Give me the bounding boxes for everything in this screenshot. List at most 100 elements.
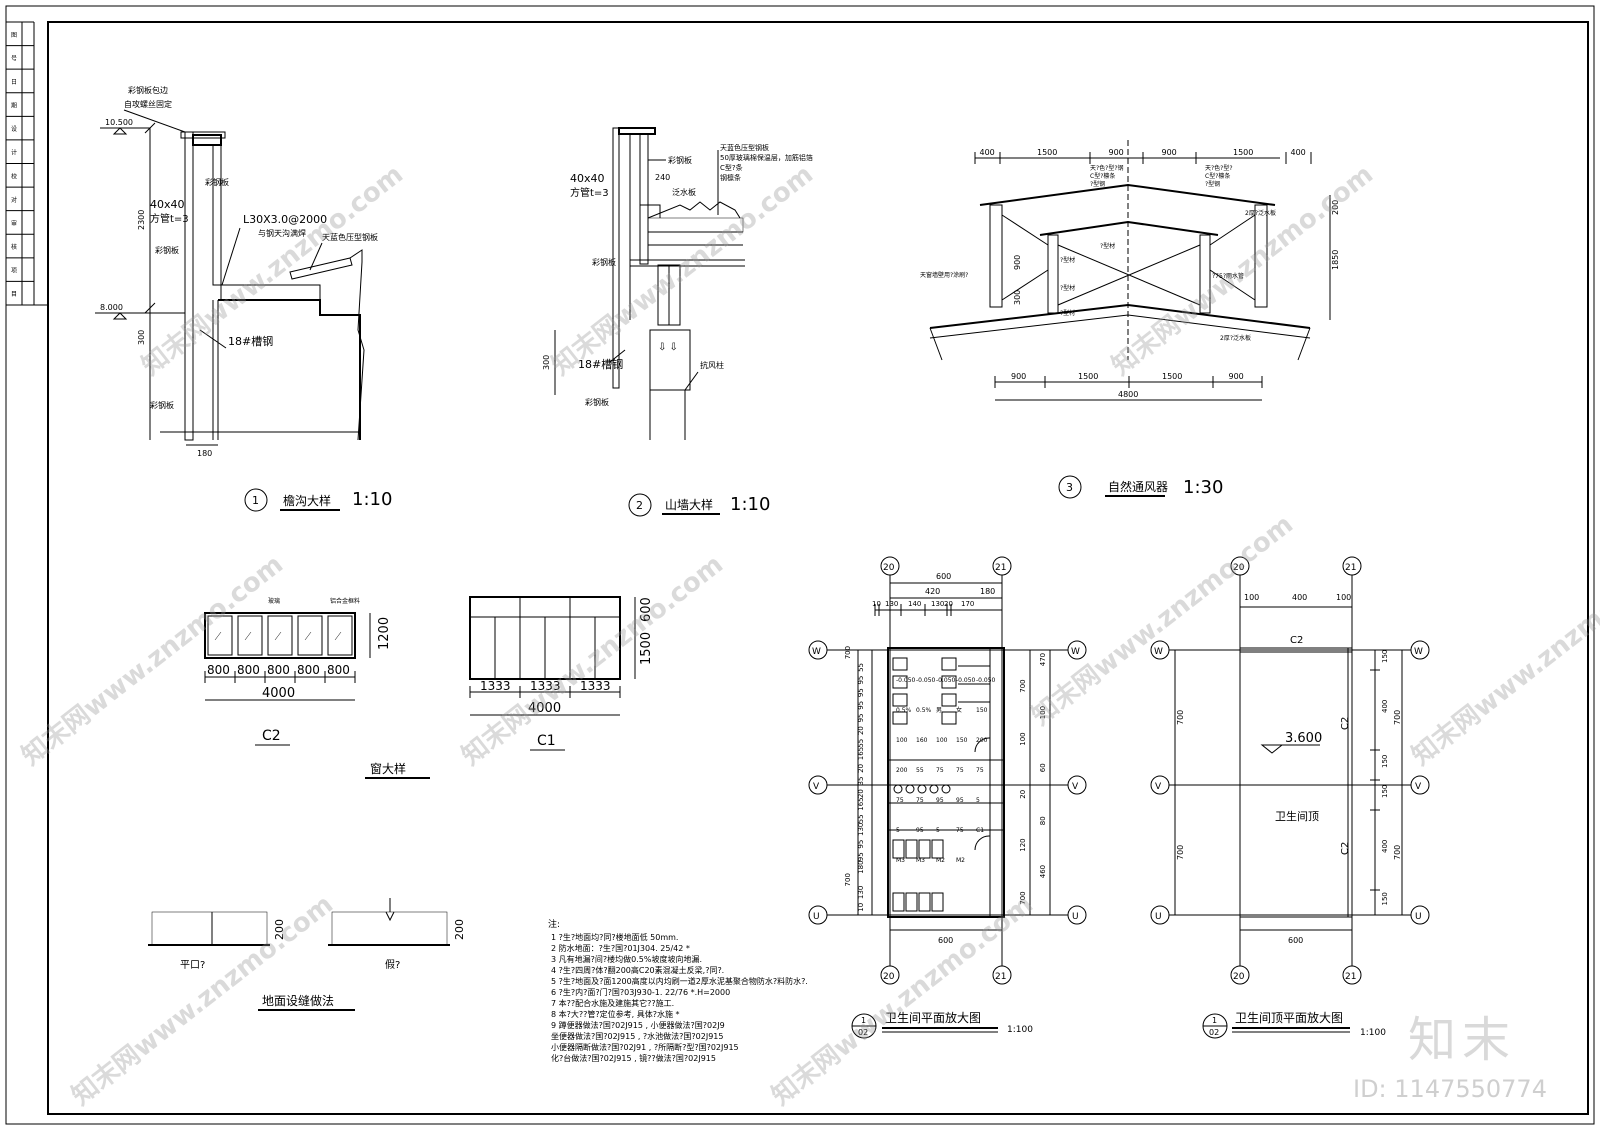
d3-scale: 1:30 xyxy=(1183,477,1223,498)
detail-gable: ⇩ ⇩ 40x40 方管t=3 彩钢板 240 泛水板 天蓝色压型钢板 50厚玻… xyxy=(542,127,813,517)
ceil-right-dim: 150 xyxy=(1381,892,1389,905)
ceil-ldim-2: 700 xyxy=(1176,845,1185,860)
plan-inner-label: 150 xyxy=(956,737,968,744)
windows-title: 窗大样 xyxy=(370,761,406,776)
note-line: 3 凡有地漏?间?楼均做0.5%坡度坡向地漏. xyxy=(551,954,702,964)
floor-joints: 200 平口? 200 假? 地面设缝做法 xyxy=(148,898,466,1011)
restroom-ceiling: 20 21 20 21 W W V V U U 100 400 100 C2 C… xyxy=(1150,556,1430,1039)
notes: 注: 1 ?生?地面均?同?楼地面低 50mm.2 防水地面：?生?国?01J3… xyxy=(548,918,808,1063)
d3-top-dim: 1500 xyxy=(1037,148,1057,157)
plan-axw2: W xyxy=(1071,647,1080,657)
ceil-right-dim: 150 xyxy=(1381,650,1389,663)
d3-top-dim: 900 xyxy=(1109,148,1124,157)
outer-border xyxy=(5,5,1595,1125)
d1-tube2: 方管t=3 xyxy=(150,212,189,225)
d3-ldim-1: 900 xyxy=(1013,255,1022,270)
joint-dim: 200 xyxy=(273,919,286,940)
d3-l12: 天窗墙壁用?涂刷? xyxy=(920,271,968,279)
watermark-id: ID: 1147550774 xyxy=(1353,1075,1547,1103)
d3-l9: ?型材 xyxy=(1060,256,1075,264)
inner-border xyxy=(47,21,1589,1115)
plan-inner-label: 95 xyxy=(916,827,924,834)
note-line: 8 本?大??管?定位参考, 具体?水施 * xyxy=(551,1009,680,1019)
plan-top-row-dim: 20 xyxy=(944,600,953,608)
ceil-axw: W xyxy=(1154,647,1163,657)
ceil-scale: 1:100 xyxy=(1360,1028,1386,1038)
urinal xyxy=(893,784,903,794)
titleblock-cell: 项 xyxy=(11,268,17,275)
c2-pane xyxy=(237,615,263,656)
plan-right-dim: 700 xyxy=(1019,891,1027,904)
ceil-right-dim: 400 xyxy=(1381,700,1389,713)
plan-right-dim: 470 xyxy=(1039,653,1047,666)
plan-inner-label: 95 xyxy=(956,797,964,804)
d3-bottom-dim: 1500 xyxy=(1162,372,1182,381)
plan-left-dim: 95 xyxy=(857,852,865,861)
ceil-rdim2-2: 700 xyxy=(1393,845,1402,860)
plan-inner-label: M2 xyxy=(936,857,945,864)
toilet-stall xyxy=(905,839,918,859)
plan-left-dim: 95 xyxy=(857,676,865,685)
titleblock-cell: 校 xyxy=(11,172,17,180)
c1-name: C1 xyxy=(537,733,556,749)
plan-right-dim: 20 xyxy=(1019,790,1027,799)
ceil-room: 卫生间顶 xyxy=(1275,809,1319,823)
c2-pane-dim: 800 xyxy=(207,663,230,677)
titleblock-cell: 图 xyxy=(11,32,17,39)
ceil-bottom: 600 xyxy=(1288,936,1303,945)
ceil-axv2: V xyxy=(1415,782,1422,792)
d3-l3: ?型钢 xyxy=(1090,180,1105,188)
toilet-stall xyxy=(931,892,944,912)
plan-left-dim: 130 xyxy=(857,823,865,836)
ceil-axu: U xyxy=(1155,912,1162,922)
c1-pane-dim: 1333 xyxy=(530,679,561,693)
plan-inner-label: -0.050 xyxy=(976,677,996,684)
titleblock-cell: 号 xyxy=(11,55,17,62)
plan-left-dim: 95 xyxy=(857,701,865,710)
plan-inner-label: 75 xyxy=(956,827,964,834)
plan-axv2: V xyxy=(1072,782,1079,792)
plan-top-row-dim: 140 xyxy=(908,600,921,608)
d3-l14: 2厚?泛水板 xyxy=(1220,334,1251,342)
toilet-stall xyxy=(892,657,908,671)
c2-pane xyxy=(297,615,323,656)
ceil-elev: 3.600 xyxy=(1285,731,1322,746)
d3-ldim-2: 300 xyxy=(1013,290,1022,305)
plan-left-dim: 55 xyxy=(857,663,865,672)
d1-num: 1 xyxy=(252,494,259,507)
plan-inner-label: 75 xyxy=(956,767,964,774)
c1-total: 4000 xyxy=(528,701,561,716)
note-line: 小便器隔断做法?国?02J91 , ?所隔断?型?国?02J915 xyxy=(551,1042,739,1052)
ceil-c2-top: C2 xyxy=(1290,635,1303,646)
ceil-ax20b: 20 xyxy=(1233,972,1245,982)
plan-left-dim: 130 xyxy=(857,886,865,899)
ceil-right-dim: 150 xyxy=(1381,785,1389,798)
plan-left-dim: 55 xyxy=(857,814,865,823)
c2-pane-dim: 800 xyxy=(327,663,350,677)
ceil-rdim2-1: 700 xyxy=(1393,710,1402,725)
d1-panel: 天蓝色压型钢板 xyxy=(322,232,378,242)
plan-left-dim: 95 xyxy=(857,713,865,722)
ceil-axw2: W xyxy=(1414,647,1423,657)
titleblock-cell: 审 xyxy=(11,219,17,227)
d3-l7: 2厚?泛水板 xyxy=(1245,209,1276,217)
toilet-stall xyxy=(931,839,944,859)
ceil-right-dim: 400 xyxy=(1381,840,1389,853)
d2-note1: 天蓝色压型钢板 xyxy=(720,143,769,152)
titleblock-cell: 设 xyxy=(11,125,17,133)
c1-pane-dim: 1333 xyxy=(480,679,511,693)
c2-pane xyxy=(267,615,293,656)
toilet-stall xyxy=(892,892,905,912)
c1-hbot: 1500 xyxy=(639,632,654,665)
plan-left-dim: 55 xyxy=(857,739,865,748)
titleblock-cell: 目 xyxy=(11,291,17,298)
d3-top-dim: 900 xyxy=(1162,148,1177,157)
plan-scale: 1:100 xyxy=(1007,1025,1033,1035)
c2-pane-dim: 800 xyxy=(297,663,320,677)
plan-inner-label: 女 xyxy=(956,706,962,714)
toilet-stall xyxy=(941,675,957,689)
d2-tube2: 方管t=3 xyxy=(570,186,609,199)
d3-top-dim: 1500 xyxy=(1233,148,1253,157)
